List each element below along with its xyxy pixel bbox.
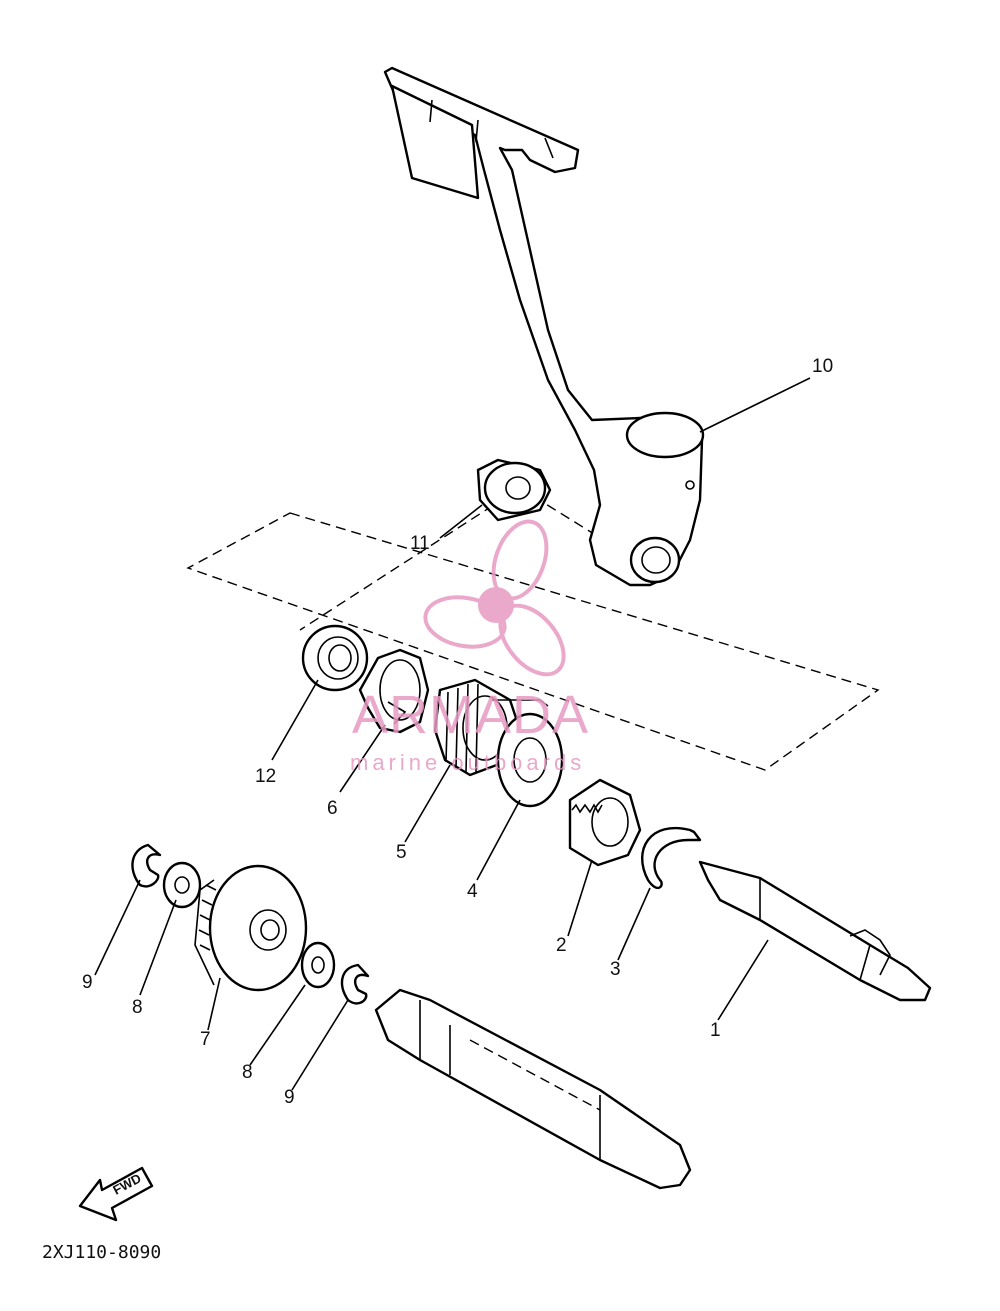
seal-part-12 xyxy=(301,624,369,692)
label-part-2: 2 xyxy=(556,935,567,956)
label-part-6: 6 xyxy=(327,798,338,819)
label-part-10: 10 xyxy=(812,356,833,377)
label-part-4: 4 xyxy=(467,881,478,902)
armada-watermark: ARMADA marine outboards xyxy=(350,519,589,775)
kick-idle-gear-part-7 xyxy=(194,864,308,992)
forward-direction-arrow: FWD xyxy=(78,1166,154,1222)
label-part-9-upper: 9 xyxy=(82,972,93,993)
label-part-1: 1 xyxy=(710,1020,721,1041)
circlip-part-3 xyxy=(641,827,702,890)
assembly-outline xyxy=(186,512,880,771)
label-part-8-lower: 8 xyxy=(242,1062,253,1083)
label-part-9-lower: 9 xyxy=(284,1087,295,1108)
diagram-code: 2XJ110-8090 xyxy=(42,1242,161,1263)
kick-axle-part-1 xyxy=(698,860,932,1002)
circlip-part-9-upper xyxy=(131,843,162,888)
kick-lever-part-10 xyxy=(383,66,705,587)
watermark-subtitle: marine outboards xyxy=(350,750,585,775)
label-part-5: 5 xyxy=(396,842,407,863)
label-part-8-upper: 8 xyxy=(132,997,143,1018)
ratchet-part-2 xyxy=(568,778,642,867)
transmission-shaft xyxy=(374,988,692,1190)
washer-part-8-lower xyxy=(300,941,336,989)
washer-part-8-upper xyxy=(162,861,202,909)
spring-guide-part-6 xyxy=(358,648,430,734)
propeller-logo-icon xyxy=(423,519,566,677)
watermark-title: ARMADA xyxy=(352,685,589,745)
circlip-part-9-lower xyxy=(340,963,370,1005)
label-part-12: 12 xyxy=(255,766,276,787)
oil-seal-part-11 xyxy=(476,458,552,522)
leader-lines xyxy=(94,377,811,1091)
part-number-labels: 10 11 12 6 5 4 2 3 1 9 8 7 8 9 xyxy=(82,356,833,1108)
label-part-11: 11 xyxy=(410,533,430,554)
label-part-7: 7 xyxy=(200,1029,211,1050)
label-part-3: 3 xyxy=(610,959,621,980)
washer-part-4 xyxy=(496,712,564,808)
